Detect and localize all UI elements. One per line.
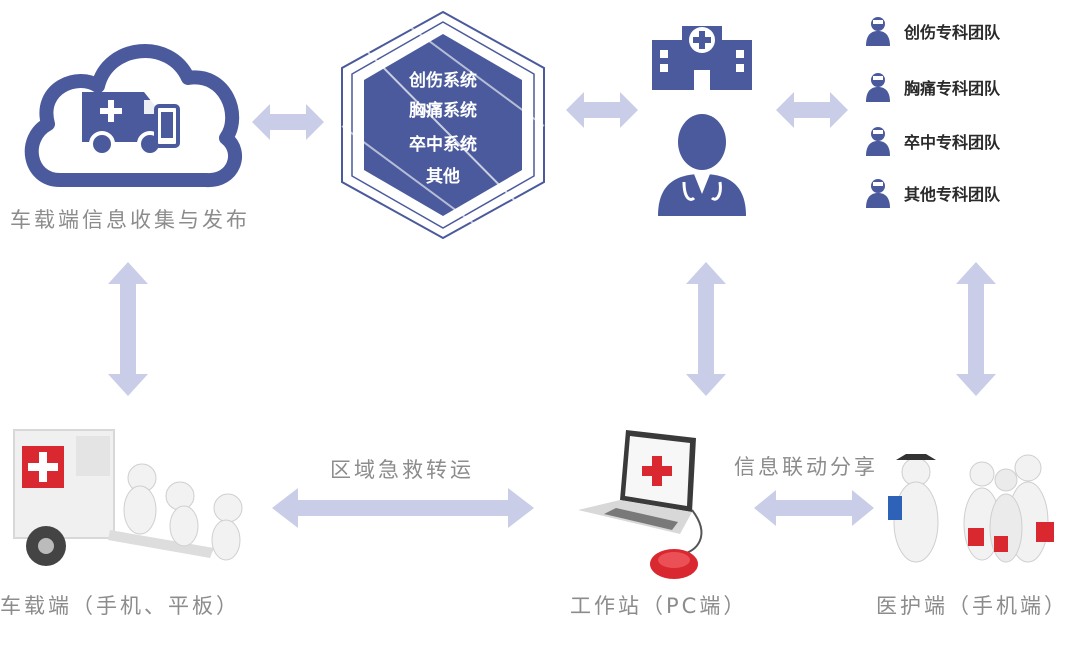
label-workstation: 工作站（PC端） <box>570 594 748 618</box>
team-member-icon <box>866 17 890 46</box>
vertical-arrow-right <box>956 262 996 396</box>
systems-hexagon <box>341 10 545 240</box>
vertical-arrow-left <box>108 262 148 396</box>
hex-system-4: 其他 <box>426 167 460 187</box>
hex-system-1: 创伤系统 <box>409 71 477 91</box>
laptop-workstation-icon <box>578 430 703 579</box>
double-arrow-hospital-teams <box>776 92 848 128</box>
team-label: 卒中专科团队 <box>904 133 1001 152</box>
hex-system-2: 胸痛系统 <box>409 101 477 121</box>
team-item-chest-pain: 胸痛专科团队 <box>866 70 1000 104</box>
label-cloud: 车载端信息收集与发布 <box>10 208 250 232</box>
team-item-other: 其他专科团队 <box>866 176 1000 210</box>
team-label: 胸痛专科团队 <box>904 79 1001 98</box>
hex-system-3: 卒中系统 <box>409 135 477 155</box>
medical-staff-icon <box>888 454 1054 563</box>
team-label: 创伤专科团队 <box>904 23 1001 42</box>
team-item-stroke: 卒中专科团队 <box>866 124 1000 158</box>
team-member-icon <box>866 127 890 156</box>
label-medical: 医护端（手机端） <box>876 594 1068 618</box>
team-label: 其他专科团队 <box>904 185 1001 204</box>
double-arrow-hex-hospital <box>566 92 638 128</box>
ambulance-stretcher-icon <box>13 429 243 566</box>
doctor-icon <box>658 114 746 216</box>
double-arrow-cloud-hex <box>252 104 324 140</box>
team-member-icon <box>866 179 890 208</box>
label-vehicle: 车载端（手机、平板） <box>0 594 240 618</box>
double-arrow-regional <box>272 488 534 528</box>
label-info-share: 信息联动分享 <box>734 455 878 479</box>
hospital-icon <box>652 26 752 90</box>
vertical-arrow-middle <box>686 262 726 396</box>
label-regional-transfer: 区域急救转运 <box>330 458 474 482</box>
double-arrow-info-share <box>754 490 874 526</box>
team-member-icon <box>866 73 890 102</box>
team-item-trauma: 创伤专科团队 <box>866 14 1000 48</box>
cloud-ambulance-icon <box>24 44 242 188</box>
